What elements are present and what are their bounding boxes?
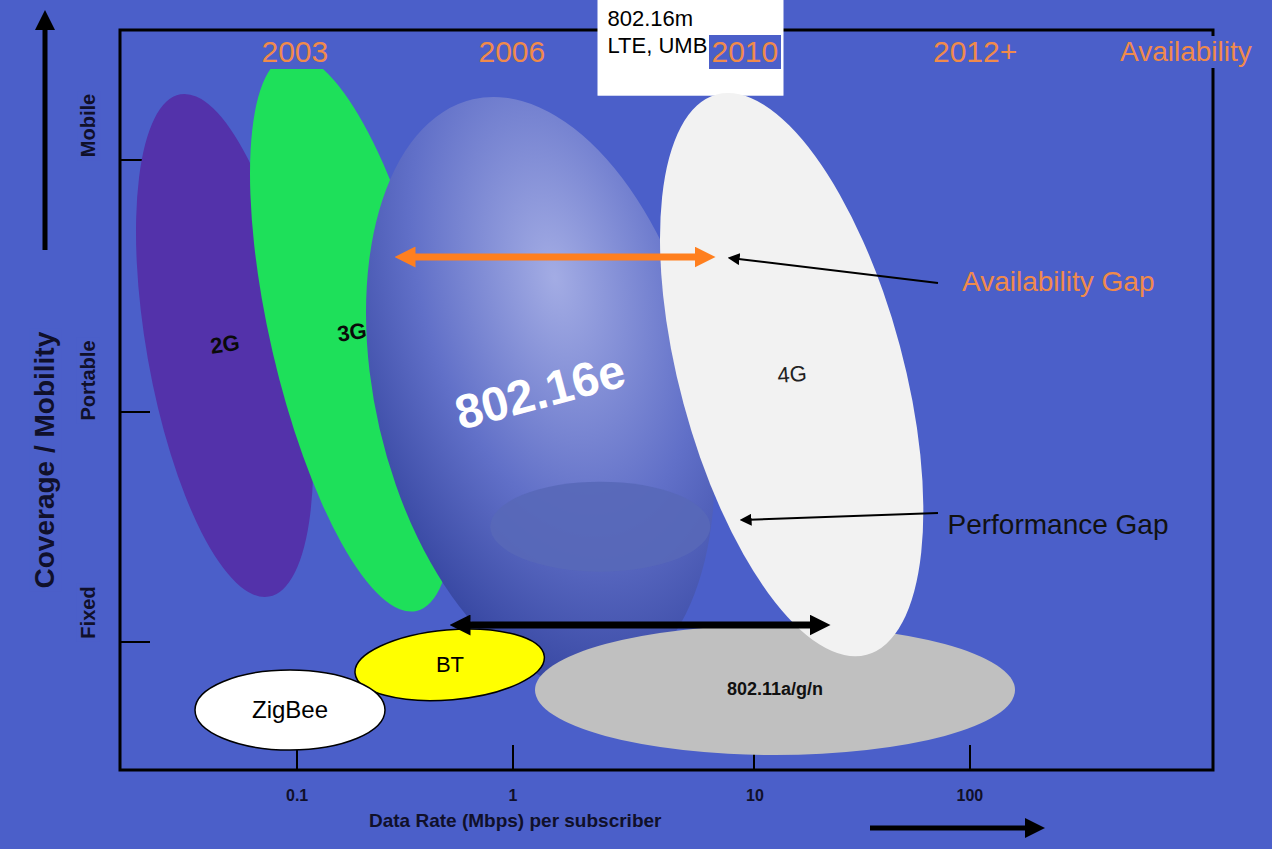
gap-callout: Performance Gap — [945, 509, 1172, 541]
node-label: 3G — [336, 318, 369, 348]
node-text-block: BT — [436, 652, 464, 678]
technology-ellipse: ZigBee — [195, 670, 385, 750]
axis-tick-label: 1 — [506, 787, 521, 805]
axis-tick-label: 0.1 — [283, 787, 311, 805]
gap-callout: Availability Gap — [959, 266, 1157, 298]
node-label: BT — [436, 652, 464, 678]
technology-ellipse: 4G — [660, 93, 923, 656]
x-axis-arrow — [870, 826, 1035, 831]
technology-ellipse: 802.11a/g/n — [535, 625, 1015, 755]
axis-title: Coverage / Mobility — [29, 329, 61, 592]
node-text-block: ZigBee — [252, 696, 328, 725]
year-label: 2006 — [476, 35, 549, 70]
year-label: 2012+ — [930, 35, 1020, 70]
performance-gap-arrow — [460, 622, 820, 629]
availability-heading: Availability — [1117, 36, 1255, 68]
node-label: ZigBee — [252, 696, 328, 725]
node-text-block: 2G — [209, 330, 242, 360]
node-text-block: 3G — [336, 318, 369, 348]
axis-tick-label: 10 — [743, 787, 767, 805]
axis-title: Data Rate (Mbps) per subscriber — [366, 810, 664, 832]
year-label: 2010 — [709, 35, 782, 70]
node-label: 802.11a/g/n — [727, 679, 823, 701]
y-axis-arrow — [43, 20, 48, 250]
axis-tick-label: Portable — [77, 337, 100, 423]
node-label: 2G — [209, 330, 242, 360]
node-label: 4G — [776, 361, 808, 390]
node-text-block: 4G — [776, 361, 808, 390]
axis-tick-label: 100 — [954, 787, 987, 805]
node-text-block: 802.11a/g/n — [727, 679, 823, 701]
availability-gap-arrow — [405, 254, 705, 261]
year-label: 2003 — [259, 35, 332, 70]
axis-tick-label: Fixed — [77, 583, 100, 641]
leader-line — [730, 258, 938, 283]
axis-tick-label: Mobile — [77, 90, 100, 159]
technology-ellipse: BT — [355, 629, 544, 701]
leader-line — [742, 513, 938, 520]
technology-ellipse: 802.16e — [366, 97, 715, 686]
